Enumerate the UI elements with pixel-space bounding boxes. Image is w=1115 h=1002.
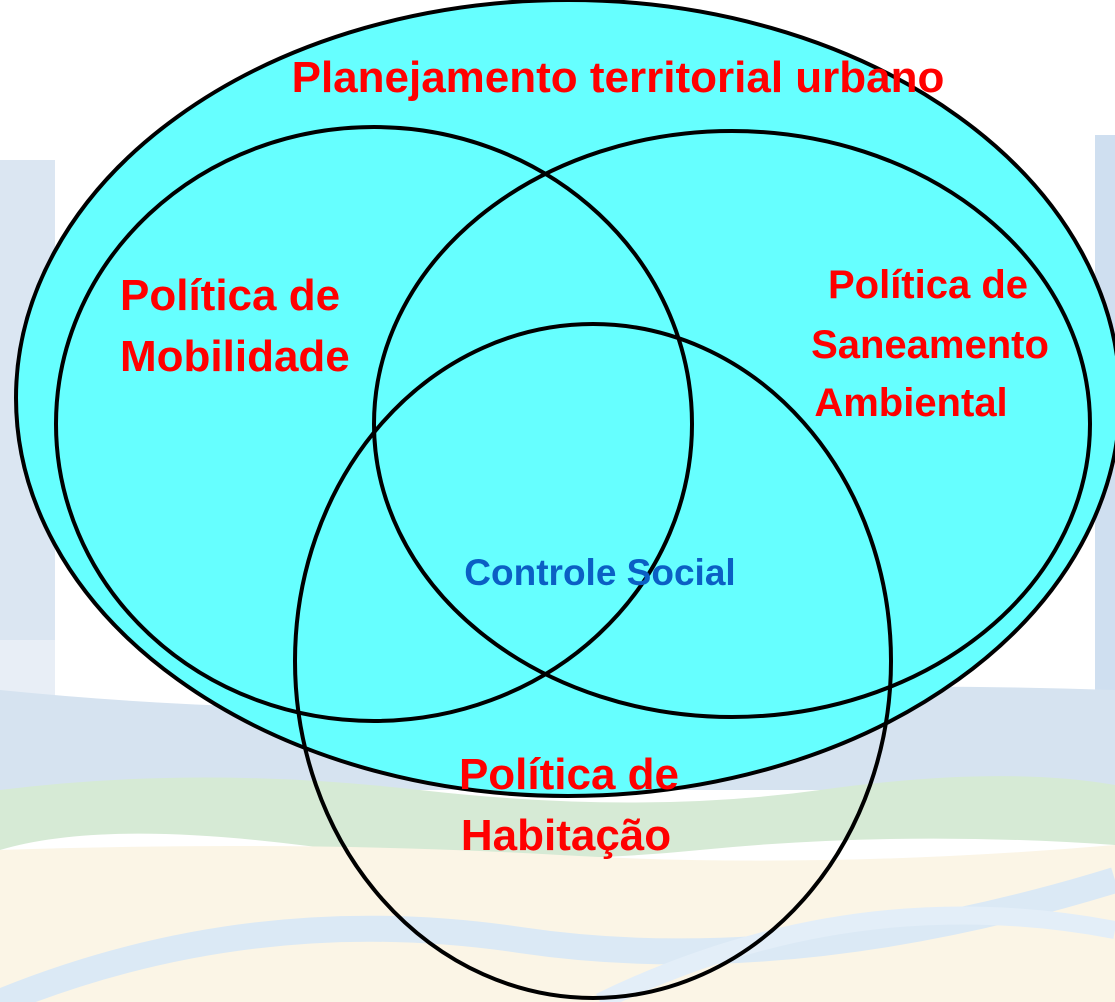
outer-label: Planejamento territorial urbano <box>292 53 945 102</box>
saneamento-circle <box>372 129 1092 719</box>
saneamento-label-line-2: Saneamento <box>811 323 1049 367</box>
swoosh-curve <box>0 867 1115 1002</box>
mobilidade-label-line-2: Mobilidade <box>120 332 350 381</box>
mobilidade-circle <box>54 125 694 723</box>
saneamento-label-line-1: Política de <box>828 263 1028 307</box>
green-strip <box>0 776 1115 859</box>
mobilidade-label-line-1: Política de <box>120 271 340 320</box>
habitacao-circle <box>293 322 893 1000</box>
saneamento-label-line-3: Ambiental <box>814 381 1007 425</box>
outer-ellipse <box>14 0 1115 798</box>
habitacao-label-line-1: Política de <box>459 750 679 799</box>
ground-area <box>0 845 1115 1002</box>
habitacao-label-line-2: Habitação <box>461 811 671 860</box>
center-label: Controle Social <box>464 552 735 593</box>
